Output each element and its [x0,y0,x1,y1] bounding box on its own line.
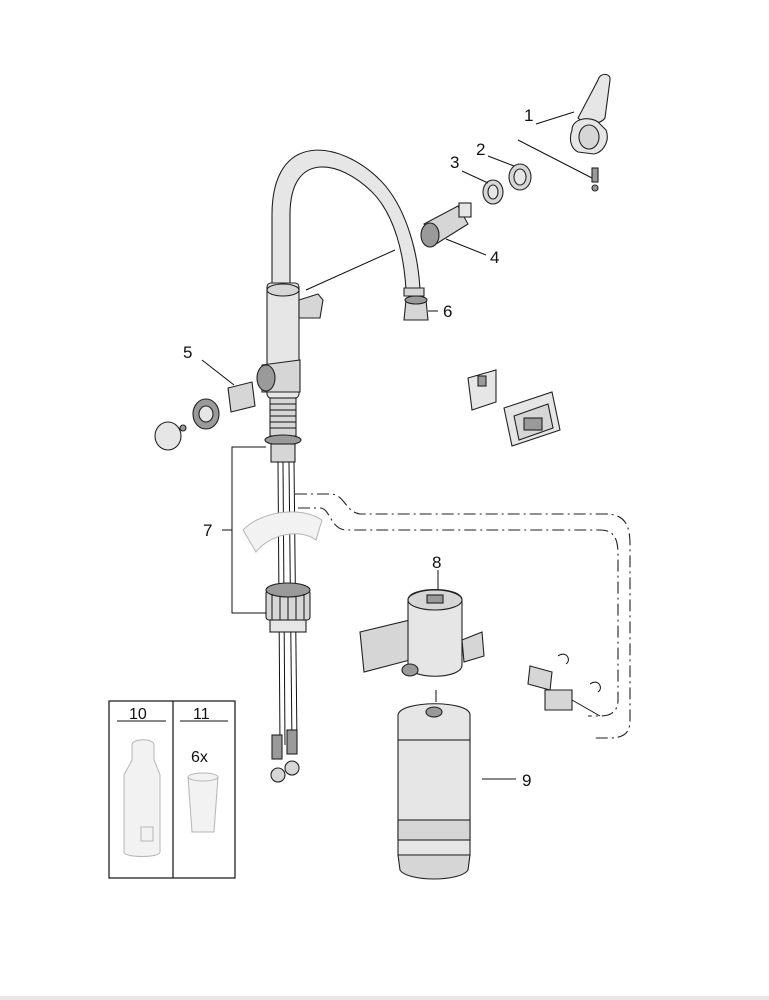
mounting-bracket-ghost [242,511,323,553]
mounting-nut [265,582,311,633]
faucet-spout [271,149,425,297]
quick-connect-fittings [527,653,601,717]
part-label-3: 3 [450,153,459,172]
filter-cartridge [397,690,471,880]
part-label-11: 11 [193,706,210,723]
glass-quantity: 6x [191,749,208,766]
leader-lines [201,111,593,780]
aerator [403,295,429,321]
part-label-10: 10 [129,706,147,723]
footer-bar [0,996,769,1000]
supply-hoses [270,461,300,783]
accessory-box [108,700,236,879]
part-label-2: 2 [476,140,485,159]
part-label-1: 1 [524,106,533,125]
side-valve-assembly [154,381,256,451]
display-unit [503,391,561,447]
filter-head [359,588,485,677]
display-wall-bracket [467,369,497,411]
part-label-7: 7 [203,521,212,540]
filter-bottle [123,739,161,857]
faucet-body [256,282,324,463]
part-label-6: 6 [443,302,452,321]
lever-handle [569,73,611,192]
filter-circuit-line [295,493,631,739]
part-label-5: 5 [183,343,192,362]
glass [187,772,219,833]
part-label-9: 9 [522,771,531,790]
part-label-4: 4 [490,248,499,267]
cartridge [420,202,472,248]
part-label-8: 8 [432,553,441,572]
